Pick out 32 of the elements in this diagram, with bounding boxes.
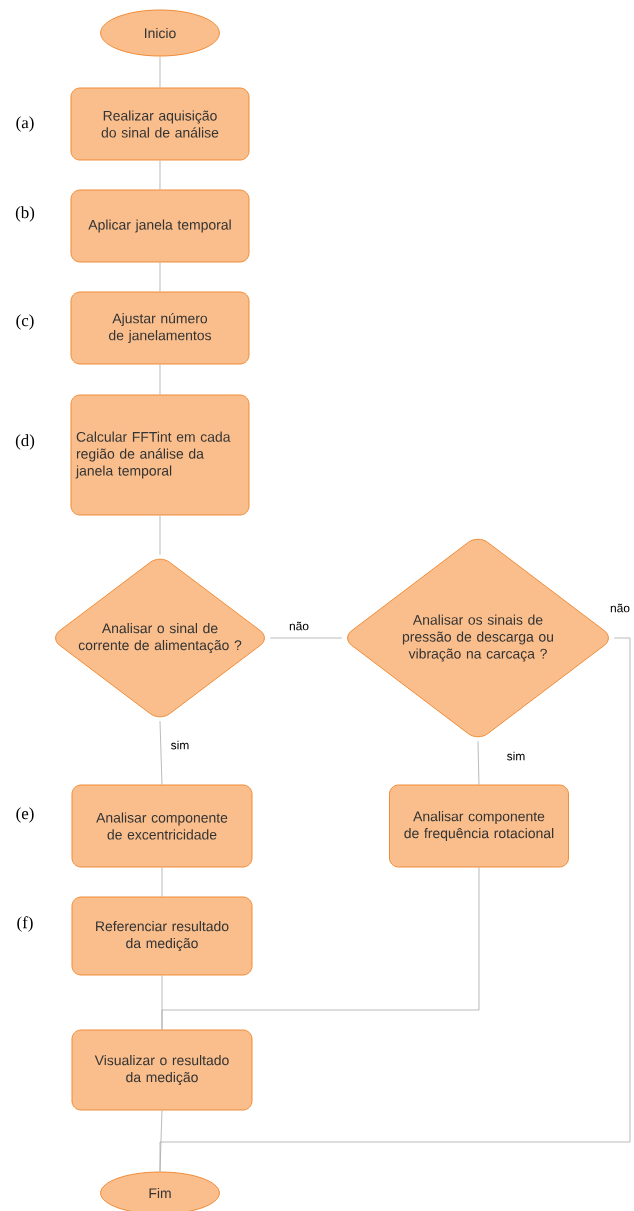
process-box: Calcular FFTint em cada região de análise da janela temporal <box>70 394 250 516</box>
connector-line <box>159 262 161 292</box>
step-letter: (e) <box>16 807 34 823</box>
process-box: Analisar componente de frequência rotacional <box>389 784 569 868</box>
process-box: Referenciar resultado da medição <box>71 896 253 976</box>
terminal-oval: Inicio <box>100 9 220 57</box>
connector-line <box>159 1110 163 1172</box>
edge-label: não <box>609 602 631 614</box>
connector-line <box>161 867 163 897</box>
connector-line <box>159 720 163 785</box>
connector-line <box>159 637 631 1172</box>
step-letter: (d) <box>15 434 35 450</box>
process-box: Ajustar número de janelamentos <box>70 291 250 365</box>
connector-line <box>161 867 480 1030</box>
process-box: Aplicar janela temporal <box>70 189 250 263</box>
step-letter: (c) <box>16 314 34 330</box>
step-letter: (b) <box>15 206 35 222</box>
edge-label: sim <box>169 739 191 751</box>
connector-line <box>159 515 161 556</box>
step-letter: (f) <box>17 916 33 932</box>
connector-line <box>269 637 343 639</box>
connector-line <box>159 56 161 88</box>
process-box: Realizar aquisição do sinal de análise <box>70 87 250 161</box>
terminal-oval: Fim <box>100 1171 220 1211</box>
connector-line <box>477 740 480 785</box>
edge-label: não <box>288 620 310 632</box>
process-box: Visualizar o resultado da medição <box>71 1029 253 1111</box>
connector-line <box>159 364 161 395</box>
process-box: Analisar componente de excentricidade <box>71 784 253 868</box>
step-letter: (a) <box>16 116 34 132</box>
connector-line <box>159 160 161 190</box>
edge-label: sim <box>505 750 527 762</box>
